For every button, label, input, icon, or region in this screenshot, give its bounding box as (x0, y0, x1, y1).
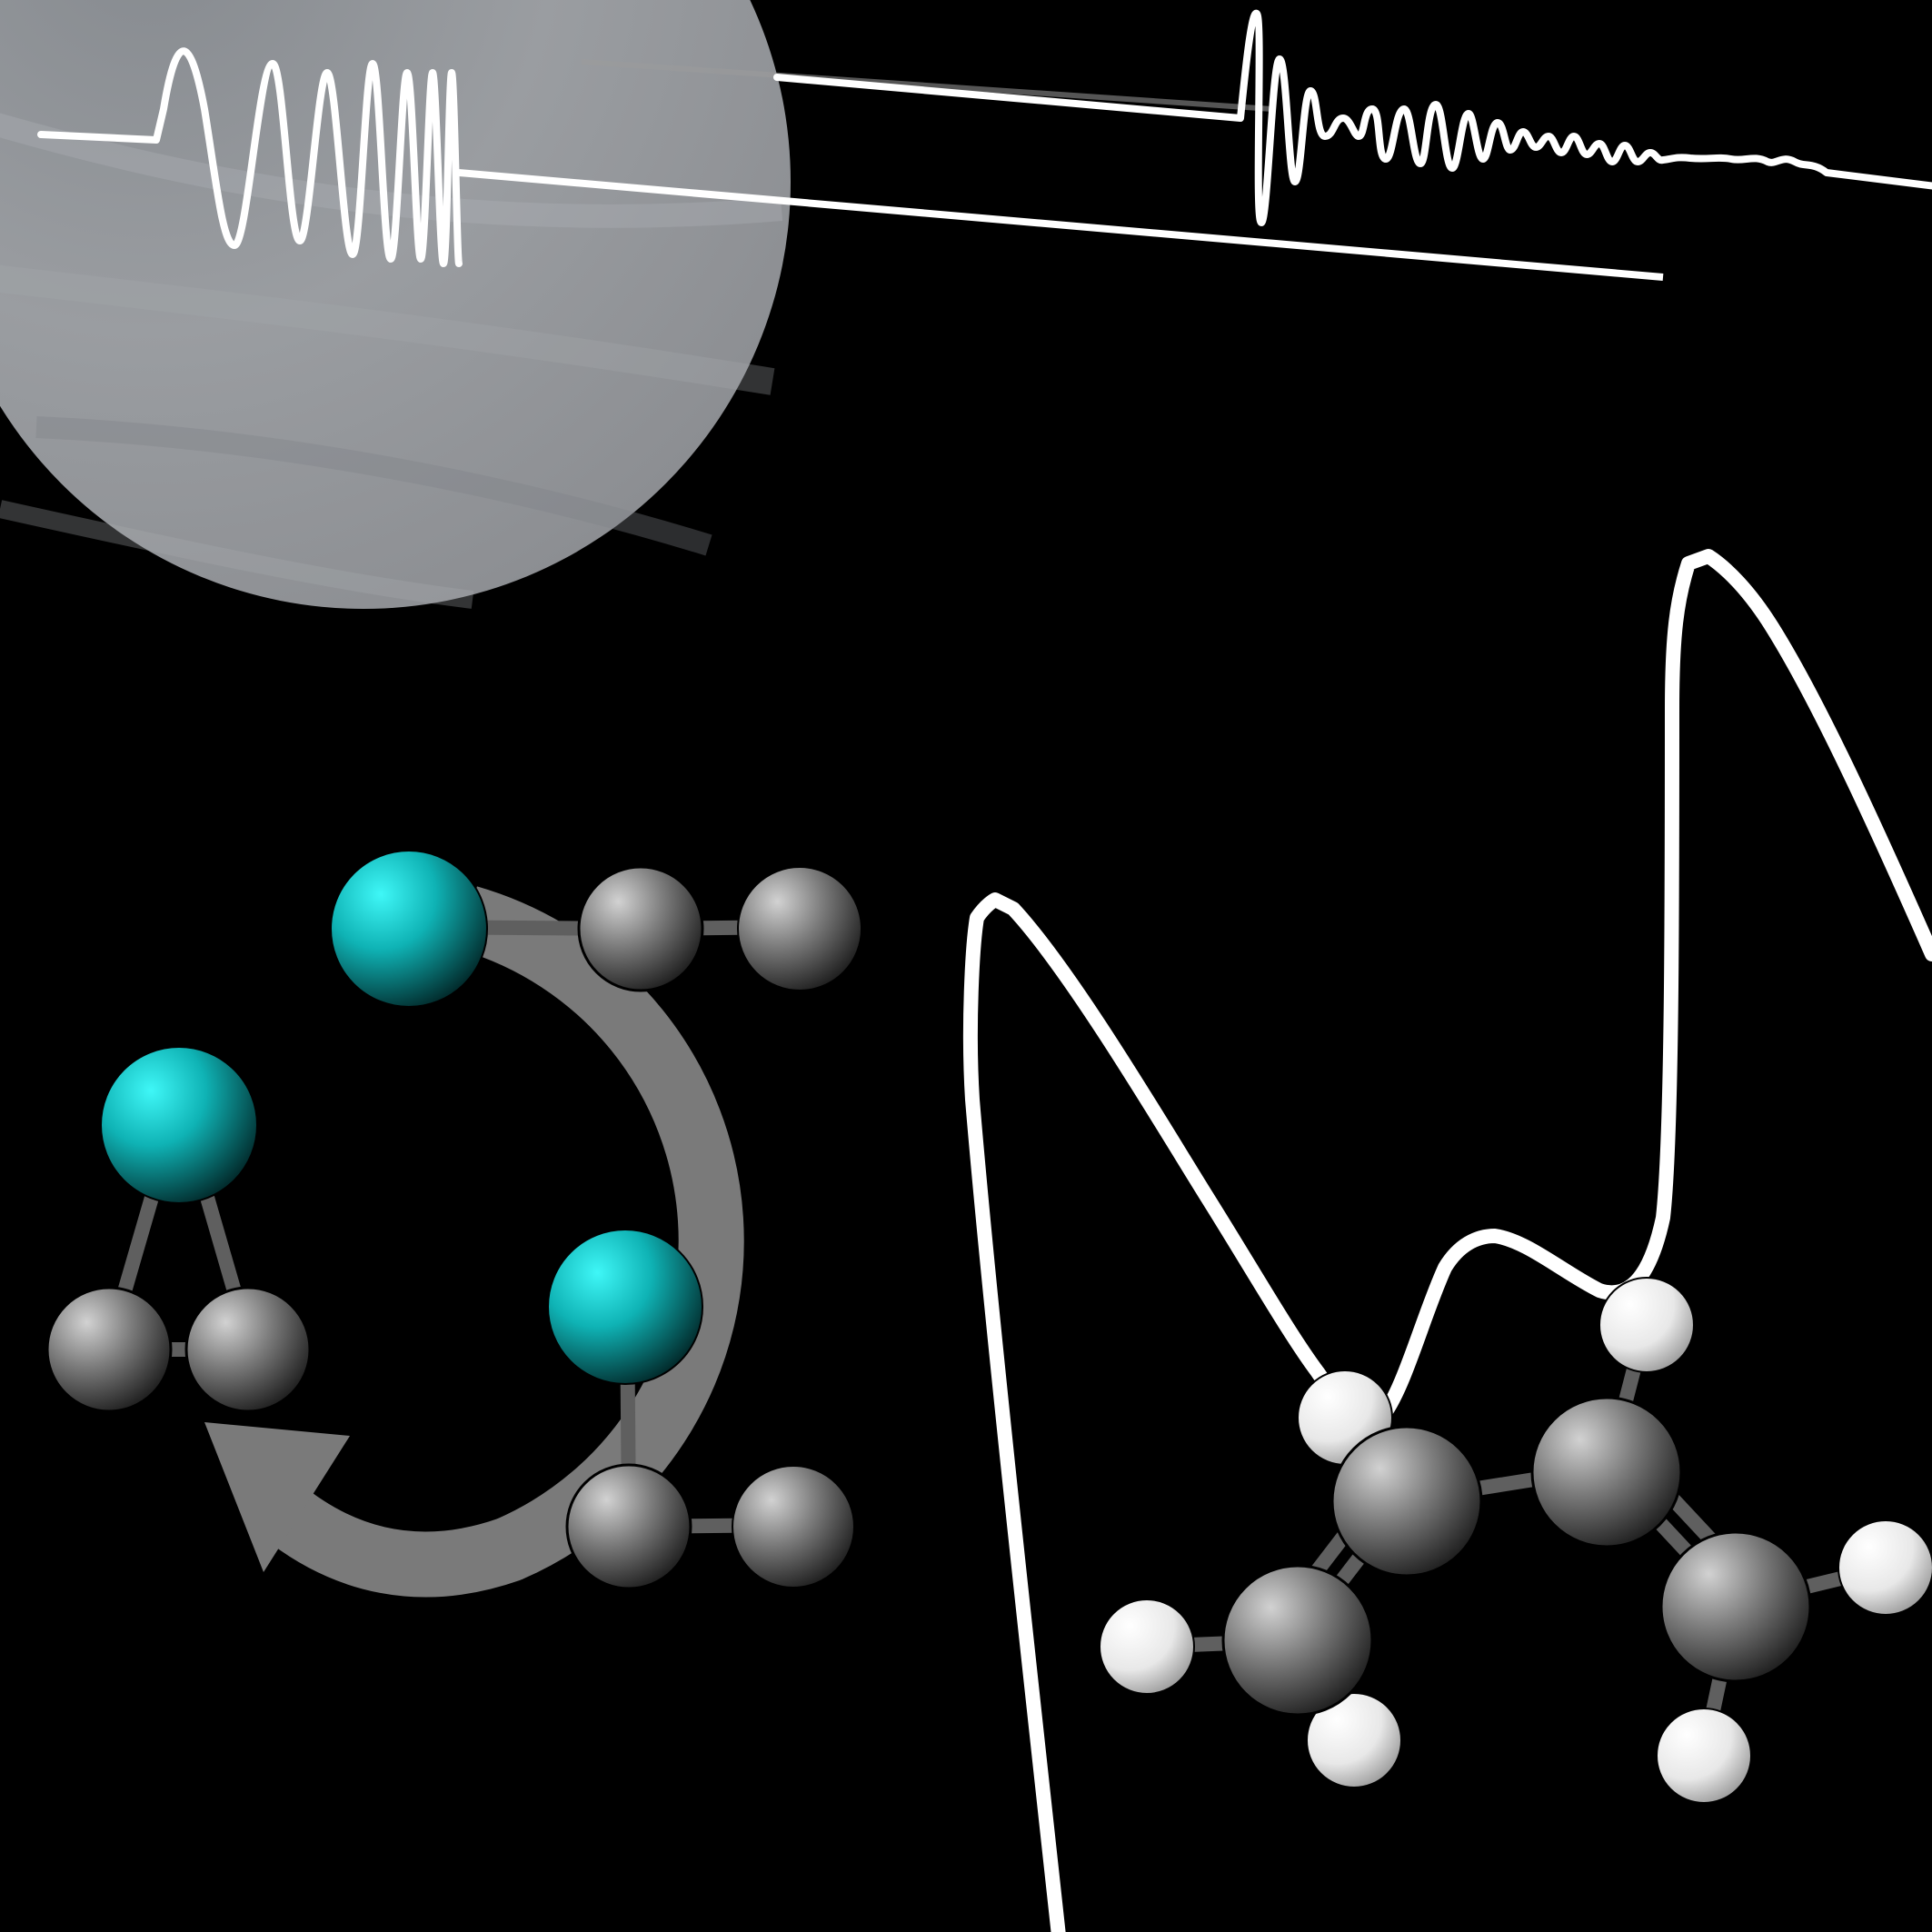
metal-atom (330, 850, 488, 1008)
hydrogen-atom (1837, 1519, 1932, 1616)
cycle-arc-upper (459, 886, 744, 1580)
vessel-surface (0, 0, 791, 609)
carbon-atom (1659, 1530, 1812, 1683)
cycle-arrowhead (204, 1422, 350, 1572)
carbon-atom (1530, 1396, 1683, 1549)
vessel-sphere (0, 0, 791, 609)
carbon-atom (565, 1463, 692, 1590)
chirped-pulse-waveform (37, 47, 463, 267)
metal-atom (547, 1229, 703, 1385)
beam-line (581, 59, 1273, 112)
metal-atom (100, 1046, 258, 1204)
vessel-streak (0, 500, 474, 609)
vessel-streak (35, 416, 712, 556)
carbon-atom (737, 866, 862, 991)
hydrogen-atom (1306, 1692, 1402, 1788)
decaying-signal-waveform (773, 9, 1932, 226)
carbon-atom (577, 865, 704, 992)
carbon-atom (1221, 1564, 1374, 1717)
cycle-arc-lower (258, 1485, 542, 1598)
carbon-atom (184, 1286, 312, 1413)
hydrogen-atom (1656, 1708, 1752, 1804)
carbon-atom (45, 1286, 173, 1413)
hydrogen-atom (1099, 1598, 1195, 1695)
hydrogen-atom (1598, 1277, 1695, 1373)
vessel-streak (0, 113, 783, 228)
carbon-atom (732, 1465, 855, 1588)
reaction-energy-profile (962, 549, 1932, 1932)
carbon-atom (1330, 1425, 1483, 1578)
vessel-streak (0, 264, 775, 395)
pulse-baseline (458, 169, 1664, 281)
